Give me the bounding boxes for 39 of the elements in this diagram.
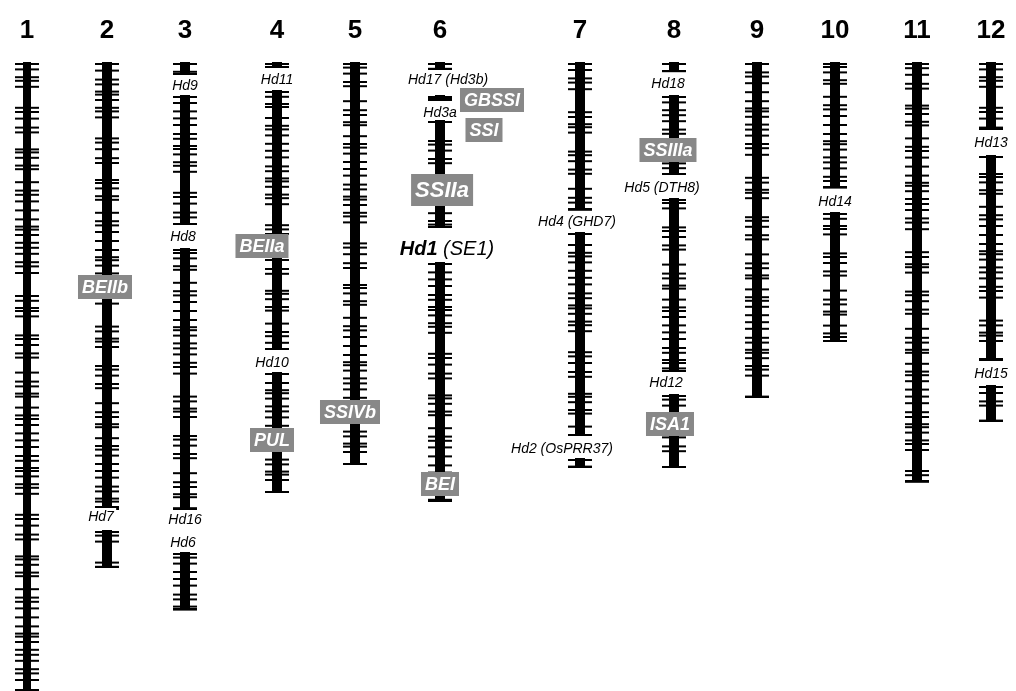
chromosome-number: 1 bbox=[18, 14, 36, 44]
chromosome-number: 2 bbox=[98, 14, 116, 44]
gene-label: Hd12 bbox=[647, 374, 685, 390]
gene-label: Hd5 (DTH8) bbox=[622, 179, 702, 195]
chromosome-number: 7 bbox=[571, 14, 589, 44]
gene-label: Hd2 (OsPRR37) bbox=[509, 440, 615, 456]
gene-label: Hd10 bbox=[253, 354, 291, 370]
gene-box: BEIIb bbox=[78, 275, 132, 299]
gene-label: Hd18 bbox=[649, 75, 687, 91]
gene-label: Hd13 bbox=[972, 134, 1010, 150]
chromosome-number: 5 bbox=[346, 14, 364, 44]
gene-box: PUL bbox=[250, 428, 294, 452]
gene-label: Hd8 bbox=[168, 228, 198, 244]
gene-box: SSIIIa bbox=[639, 138, 697, 162]
gene-box: SSIVb bbox=[320, 400, 380, 424]
gene-box: ISA1 bbox=[646, 412, 694, 436]
gene-box: BEI bbox=[421, 472, 459, 496]
chromosome-number: 3 bbox=[176, 14, 194, 44]
gene-label: Hd3a bbox=[421, 104, 459, 120]
gene-label: Hd4 (GHD7) bbox=[536, 213, 618, 229]
gene-box: SSI bbox=[465, 118, 503, 142]
gene-label: Hd6 bbox=[168, 534, 198, 550]
gene-label: Hd9 bbox=[170, 77, 200, 93]
gene-label: Hd14 bbox=[816, 193, 854, 209]
gene-label: Hd16 bbox=[166, 511, 204, 527]
chromosome-number: 12 bbox=[975, 14, 1007, 44]
gene-box: BEIIa bbox=[235, 234, 289, 258]
gene-label: Hd11 bbox=[258, 71, 296, 87]
chromosome-number: 10 bbox=[819, 14, 851, 44]
chromosome-number: 6 bbox=[431, 14, 449, 44]
gene-label: Hd15 bbox=[972, 365, 1010, 381]
chromosome-number: 8 bbox=[665, 14, 683, 44]
gene-label: Hd7 bbox=[86, 508, 116, 524]
chromosome-number: 4 bbox=[268, 14, 286, 44]
chromosome-number: 9 bbox=[748, 14, 766, 44]
gene-label: Hd17 (Hd3b) bbox=[405, 71, 491, 87]
gene-box: GBSSI bbox=[460, 88, 524, 112]
chromosome-number: 11 bbox=[902, 14, 932, 44]
gene-box: SSIIa bbox=[411, 174, 473, 206]
